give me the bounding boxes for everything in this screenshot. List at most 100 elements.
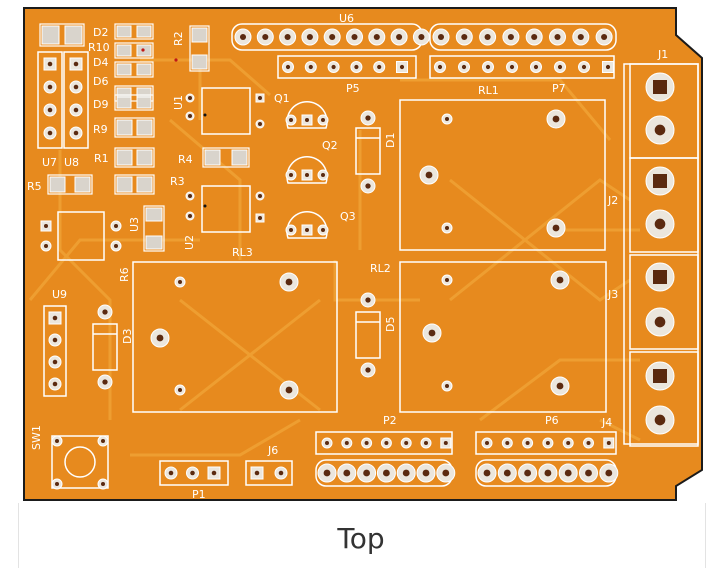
diode-d1 [355,127,381,175]
label-p1: P1 [192,488,206,501]
figure-caption: Top [337,522,385,555]
pad-drill [101,482,105,486]
pad-drill [329,33,336,41]
smd-pad [204,149,221,166]
pad-drill [156,334,164,342]
pad-drill [258,96,262,100]
pad-drill [331,64,336,70]
label-u2: U2 [183,235,196,250]
diode-d3 [92,323,118,371]
pad-drill [102,379,108,385]
smd-r2-outline [189,25,210,72]
label-q2: Q2 [322,139,338,152]
smd-pad [136,176,153,193]
pad-drill [364,441,369,445]
pad-drill [52,337,58,343]
label-u3: U3 [128,217,141,232]
pad-drill [308,64,313,70]
pad-drill [188,194,192,198]
label-rl2: RL2 [370,262,391,275]
pad-drill [373,33,380,41]
pad-drill [461,33,468,41]
header-u9 [43,305,67,397]
pad-drill [168,470,174,476]
pad-drill [363,469,371,477]
pad-drill [211,470,217,476]
pad-drill [445,278,449,282]
pad-drill [55,482,59,486]
pad-drill [525,441,530,445]
label-j1: J1 [657,48,668,61]
smd-d9 [114,94,154,111]
pad-drill [442,469,450,477]
pad-drill [533,64,539,70]
label-d2: D2 [93,26,108,39]
label-r3: R3 [170,175,185,188]
copper-traces [28,58,641,457]
pad-drill [654,316,666,328]
label-d4: D4 [93,56,108,69]
pad-drill [564,469,572,477]
header-p2 [315,431,453,455]
pad-drill [258,216,262,220]
pad-drill [325,441,329,445]
smd-pad [136,96,152,109]
label-u7: U7 [42,156,57,169]
label-r6: R6 [118,267,131,282]
smd-pad [41,25,60,45]
pad-drill [399,64,405,70]
smd-pad [145,235,163,250]
label-p2: P2 [383,414,397,427]
label-r9: R9 [93,123,108,136]
smd-pad [136,25,152,38]
label-d3: D3 [121,329,134,344]
pad-drill [321,118,325,122]
pad-drill [305,173,309,177]
pad-drill [47,61,53,67]
pad-drill [354,64,359,70]
pad-drill [365,183,371,189]
pad-drill [305,118,309,122]
pad-drill [654,218,666,230]
pad-drill [344,441,349,445]
pad-drill [365,115,371,121]
pad-drill [531,33,538,41]
label-j4: J4 [601,416,612,429]
label-sw1: SW1 [30,425,43,450]
smd-pad [116,119,133,136]
pad-drill [188,96,192,100]
smd-r3 [114,174,155,195]
pad-drill [258,122,262,126]
label-p6: P6 [545,414,559,427]
pad-drill [461,64,467,70]
pad-drill [425,171,433,179]
pad-drill [552,115,560,123]
pad-drill [437,33,445,41]
header-p1 [159,460,229,486]
smd-r5 [47,174,93,195]
pad-drill [178,280,182,284]
smd-r10 [114,42,154,59]
smd-pad [116,176,133,193]
header-left-a [37,51,63,149]
pad-drill [188,114,192,118]
board-outline [23,7,703,501]
smd-pad [136,149,153,166]
ic-u1 [201,87,251,135]
ic-u2 [201,185,251,233]
smd-d2 [114,23,154,40]
relay-rl3 [132,261,338,413]
smd-r4 [202,147,250,168]
smd-pad [116,96,132,109]
pad-drill [52,315,58,321]
pad-drill [285,386,293,394]
pad-drill [306,33,313,41]
pad-drill [278,470,284,476]
smd-pad [191,54,208,70]
pad-drill [47,107,53,113]
pad-drill [44,244,48,248]
smd-pad [49,176,66,193]
label-p5: P5 [346,82,360,95]
pad-drill [586,441,591,445]
pad-drill [396,33,403,41]
